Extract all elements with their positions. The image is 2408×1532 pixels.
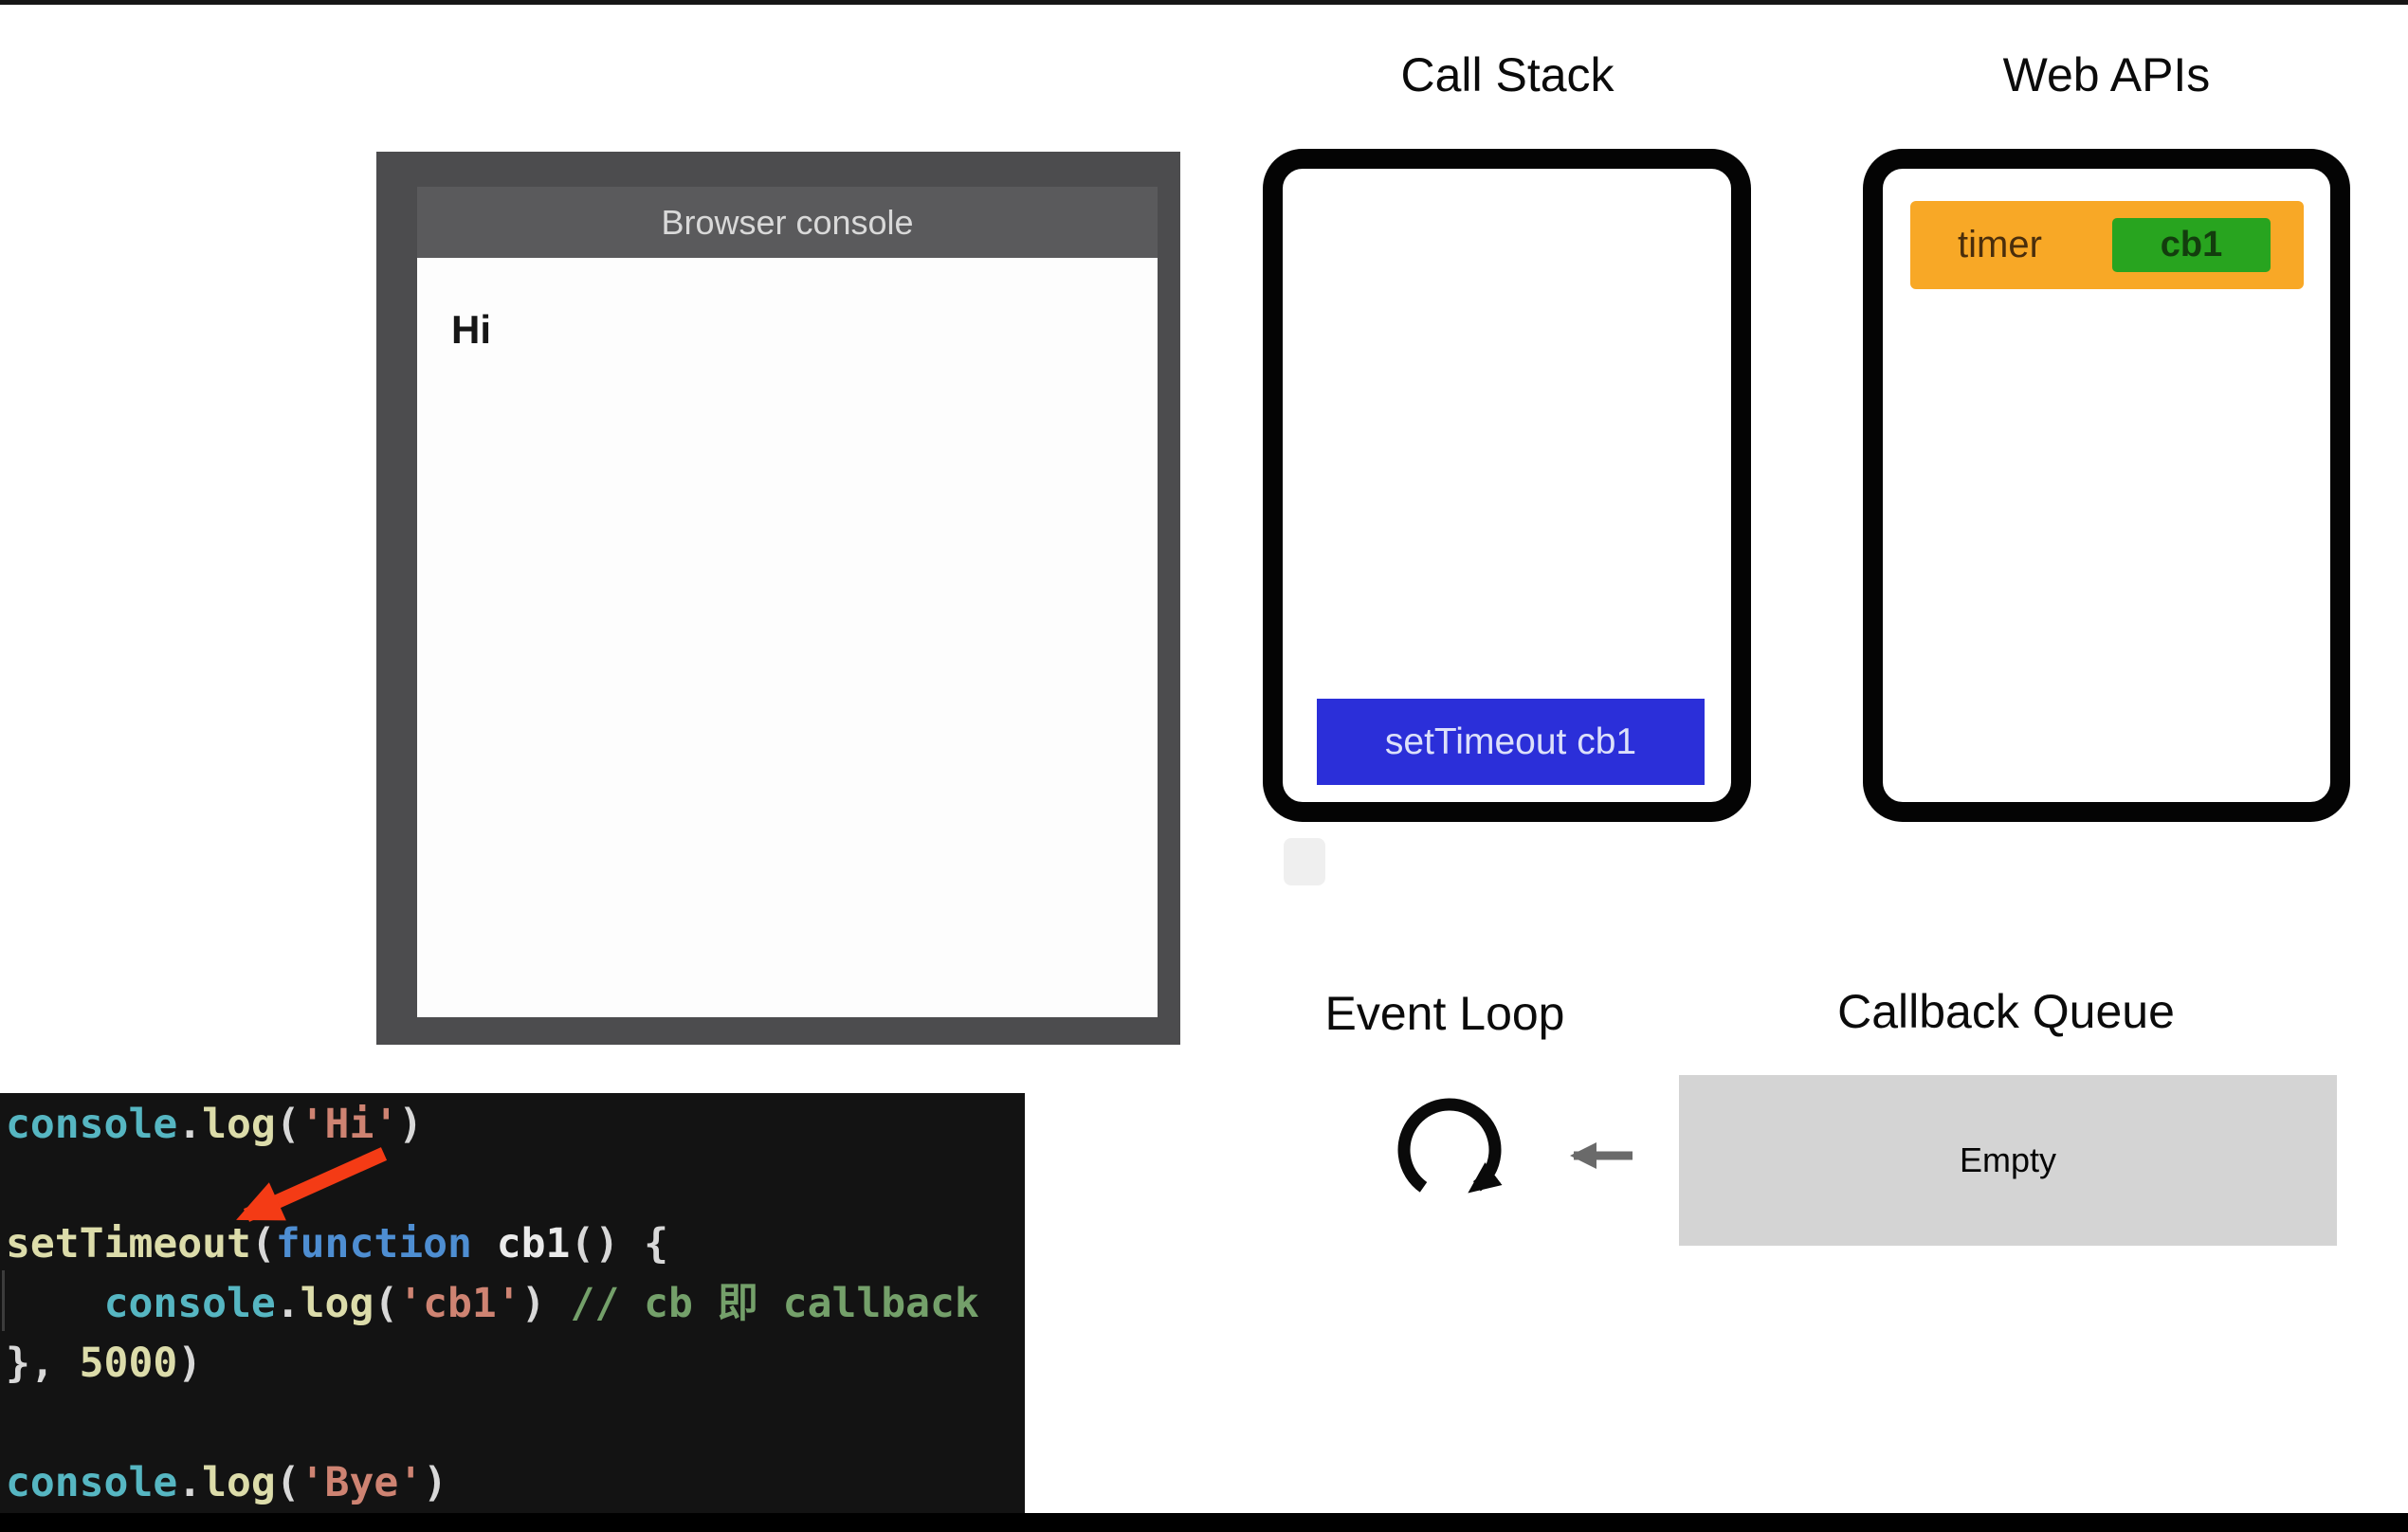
console-output: Hi — [417, 258, 1158, 1017]
callback-queue-label: Callback Queue — [1837, 985, 2175, 1038]
console-title-bar: Browser console — [417, 187, 1158, 258]
stack-frame: setTimeout cb1 — [1317, 699, 1705, 785]
web-api-task: timer cb1 — [1910, 201, 2304, 289]
red-arrow-icon — [236, 1147, 388, 1222]
code-line — [6, 1155, 1025, 1214]
web-apis-box: timer cb1 — [1863, 149, 2350, 822]
cursor-artifact — [1284, 838, 1325, 885]
callback-badge: cb1 — [2112, 218, 2271, 272]
web-apis-label: Web APIs — [2002, 48, 2211, 101]
left-arrow-icon — [1570, 1142, 1633, 1169]
code-lines: console.log('Hi') setTimeout(function cb1… — [6, 1095, 1025, 1513]
event-loop-icon — [1397, 1098, 1503, 1194]
console-log-line: Hi — [451, 307, 491, 352]
queue-empty-text: Empty — [1959, 1140, 2057, 1179]
browser-console-window: Browser console Hi — [376, 152, 1180, 1045]
top-edge-bar — [0, 0, 2408, 5]
event-loop-label: Event Loop — [1324, 987, 1565, 1040]
console-title: Browser console — [661, 203, 914, 242]
web-api-tasks: timer cb1 — [1910, 201, 2304, 289]
stack-frames: setTimeout cb1 — [1317, 699, 1705, 785]
code-line: console.log('Hi') — [6, 1101, 424, 1148]
task-name: timer — [1958, 224, 2042, 265]
code-line: }, 5000) — [6, 1340, 203, 1387]
call-stack-box: setTimeout cb1 — [1263, 149, 1751, 822]
callback-queue-box: Empty — [1679, 1075, 2337, 1246]
code-line — [6, 1394, 1025, 1453]
indent-guide — [2, 1270, 5, 1331]
code-line: console.log('cb1') // cb 即 callback — [103, 1280, 979, 1327]
bottom-edge-bar — [0, 1513, 2408, 1532]
code-line: setTimeout(function cb1() { — [6, 1220, 669, 1268]
code-editor: console.log('Hi') setTimeout(function cb1… — [0, 1093, 1025, 1513]
call-stack-label: Call Stack — [1400, 48, 1614, 101]
code-line: console.log('Bye') — [6, 1459, 448, 1506]
